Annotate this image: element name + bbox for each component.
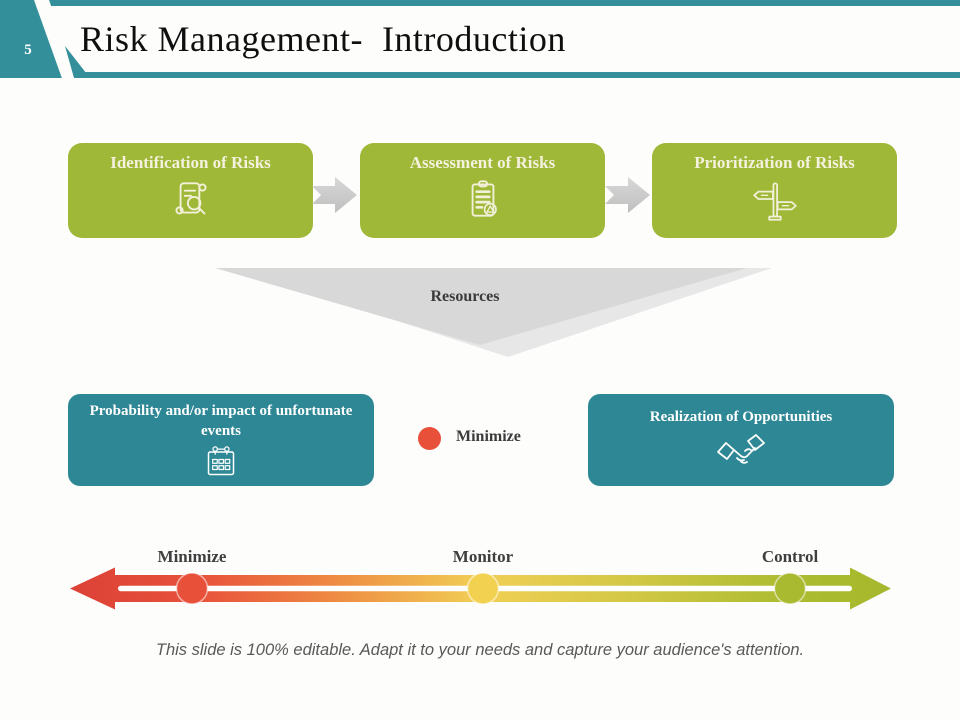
minimize-legend-label: Minimize <box>456 428 521 445</box>
signpost-icon <box>752 182 797 221</box>
handshake-icon <box>717 433 765 464</box>
step-box-identification: Identification of Risks <box>68 143 313 238</box>
timeline-dot-monitor <box>466 572 500 605</box>
timeline-dot-control <box>773 572 807 605</box>
step-label: Assessment of Risks <box>409 153 556 172</box>
header-top-bar <box>0 0 960 6</box>
corner-slash-shape <box>34 0 79 84</box>
scroll-search-icon <box>174 182 207 215</box>
resources-funnel-shape <box>215 268 772 357</box>
clipboard-warning-icon <box>471 180 497 217</box>
step-label: Prioritization of Risks <box>694 153 855 172</box>
timeline-label-monitor: Monitor <box>452 547 514 566</box>
funnel-triangle <box>215 268 747 345</box>
step-box-prioritization: Prioritization of Risks <box>652 143 897 238</box>
corner-main-shape <box>0 0 64 78</box>
corner-sliver-shape <box>65 46 90 78</box>
title-underline <box>70 72 960 78</box>
page-title: Risk Management- Introduction <box>80 19 566 59</box>
flow-arrow-icon <box>605 177 650 213</box>
step-box-assessment: Assessment of Risks <box>360 143 605 238</box>
slide-number: 5 <box>24 42 32 58</box>
funnel-label: Resources <box>430 288 500 305</box>
slide-number-corner-ribbon <box>0 0 90 84</box>
flow-arrow-icon <box>312 177 357 213</box>
timeline-dot-minimize <box>175 572 209 605</box>
timeline-label-minimize: Minimize <box>157 547 227 566</box>
outcome-box-probability: Probability and/or impact of unfortunate… <box>68 394 374 486</box>
outcome-box-opportunities: Realization of Opportunities <box>588 394 894 486</box>
outcome-label: Probability and/or impact of unfortunate… <box>89 403 353 439</box>
step-label: Identification of Risks <box>110 153 271 172</box>
timeline-label-control: Control <box>761 547 819 566</box>
calendar-icon <box>207 445 235 475</box>
timeline-gradient-arrow <box>70 567 891 610</box>
outcome-label: Realization of Opportunities <box>649 409 833 425</box>
footer-note: This slide is 100% editable. Adapt it to… <box>155 641 805 659</box>
minimize-legend-dot <box>418 427 441 450</box>
